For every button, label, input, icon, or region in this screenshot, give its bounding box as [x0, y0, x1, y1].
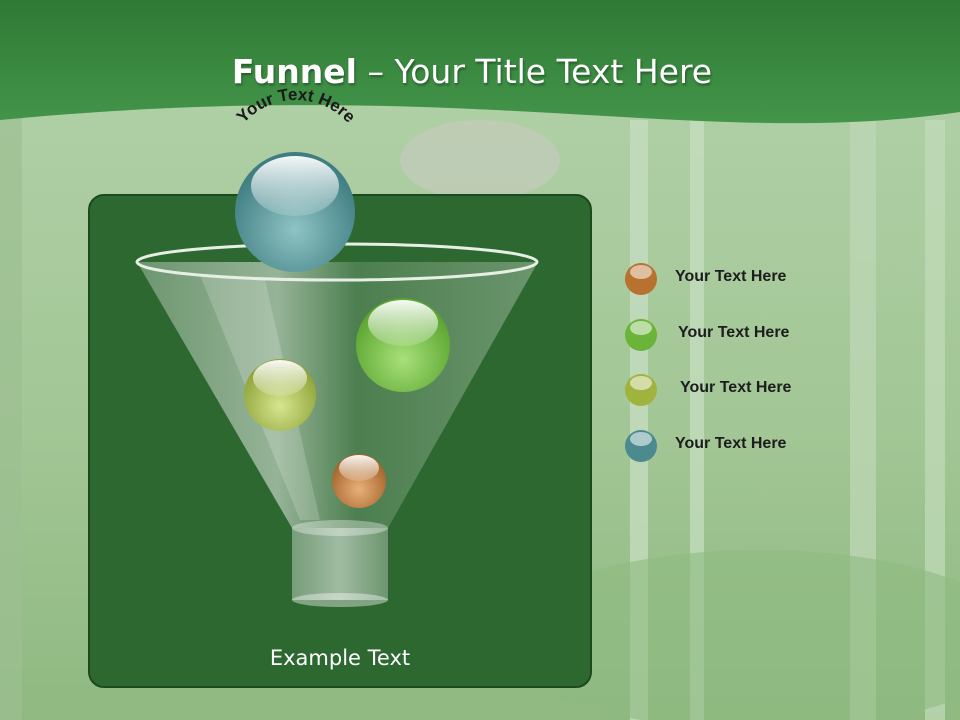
legend-item: Your Text Here — [624, 261, 825, 297]
tree-trunk — [925, 120, 945, 720]
legend-ball — [625, 374, 657, 406]
legend-label: Your Text Here — [675, 268, 787, 285]
legend-item: Your Text Here — [624, 317, 828, 353]
funnel-spout — [292, 528, 388, 600]
ball-orange — [332, 454, 386, 508]
legend-item: Your Text Here — [624, 428, 825, 464]
arc-text: Your Text Here — [233, 85, 359, 127]
tree-trunk — [0, 110, 22, 720]
spout-bottom — [292, 593, 388, 607]
background-figure — [400, 120, 560, 200]
title-rest: – Your Title Text Here — [356, 52, 713, 91]
legend-item: Your Text Here — [624, 372, 830, 408]
title-banner — [0, 0, 960, 124]
ball-green — [356, 298, 450, 392]
slide-title: Funnel – Your Title Text Here — [0, 52, 944, 91]
spout-top — [292, 520, 388, 536]
legend-ball — [625, 263, 657, 295]
legend-label: Your Text Here — [678, 324, 790, 341]
example-text: Example Text — [269, 646, 411, 670]
title-bold: Funnel — [231, 52, 357, 91]
legend-label: Your Text Here — [675, 435, 787, 452]
ball-teal — [235, 152, 355, 272]
foliage — [500, 550, 960, 720]
legend-ball — [625, 319, 657, 351]
legend-label: Your Text Here — [680, 379, 792, 396]
legend-ball — [625, 430, 657, 462]
ball-olive — [244, 359, 316, 431]
